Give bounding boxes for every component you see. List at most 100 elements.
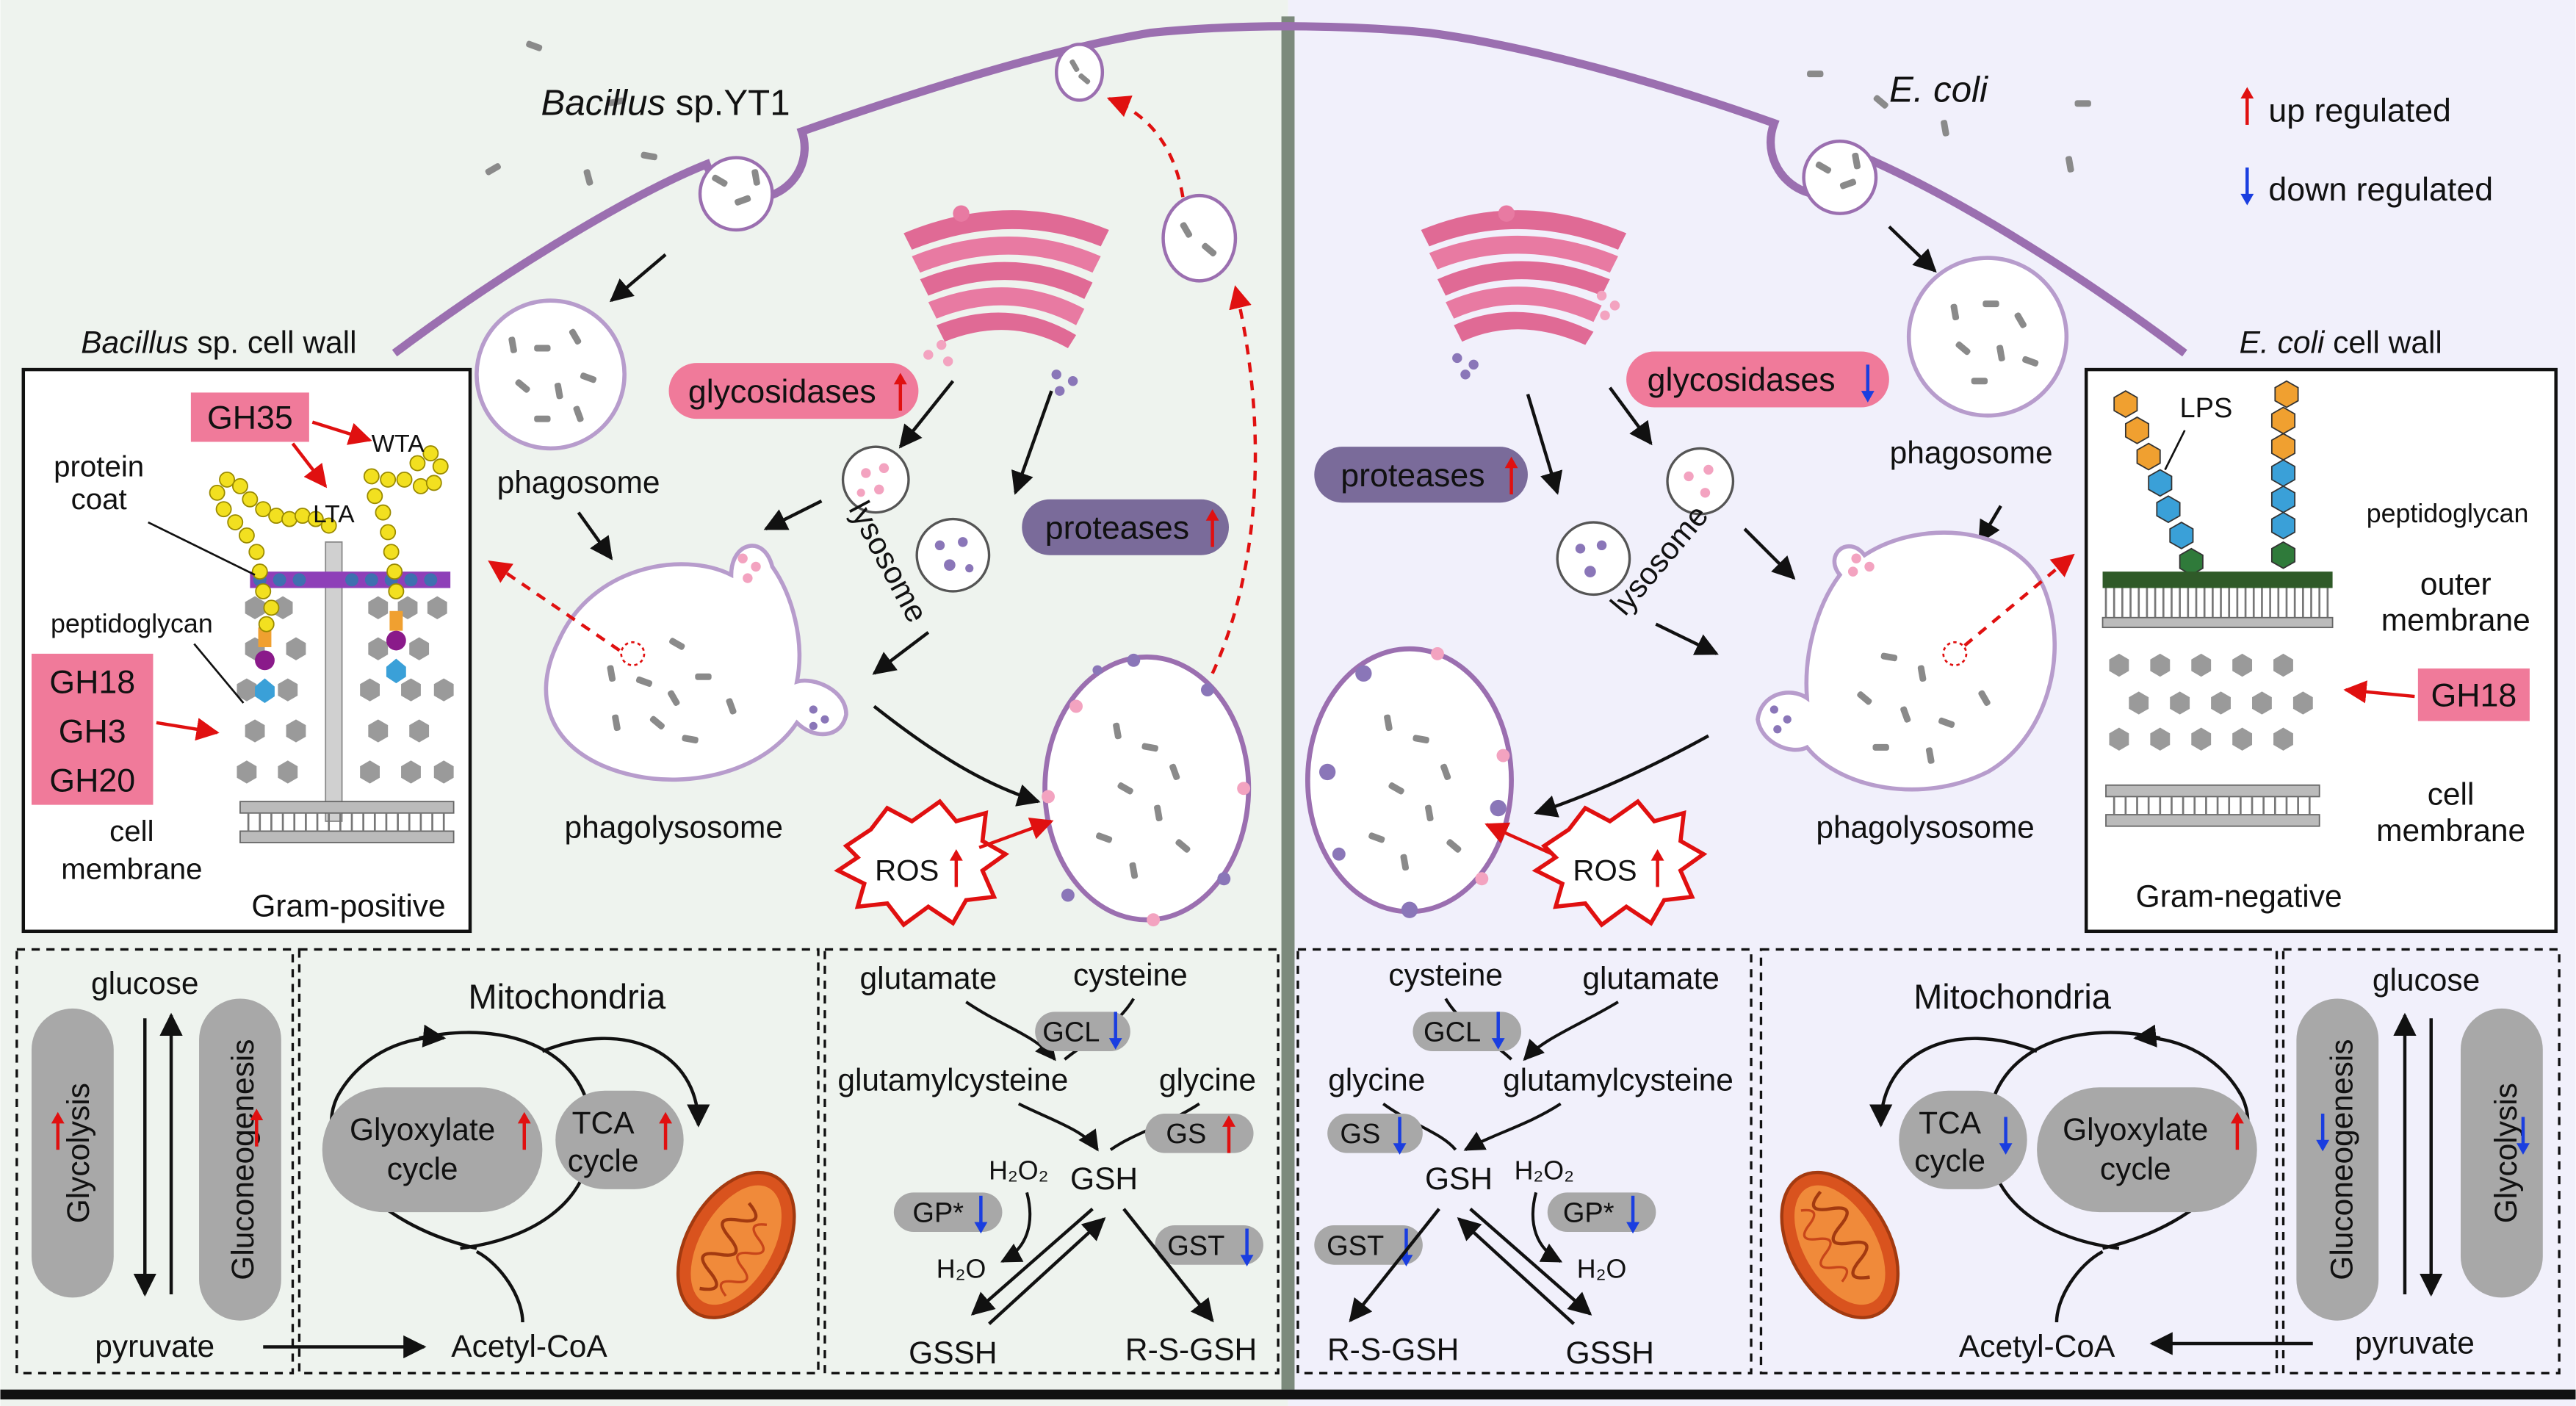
phagosome-left — [475, 298, 627, 451]
cell-membrane-label-left-2: membrane — [61, 852, 202, 885]
gsh-label-right: GSH — [1425, 1162, 1493, 1197]
tca-label-left-1: TCA — [572, 1106, 635, 1141]
golgi-right — [1421, 205, 1627, 380]
gram-positive-structure — [209, 445, 455, 844]
glucose-label-right: glucose — [2373, 963, 2480, 998]
gh18-badge-right — [2417, 668, 2530, 721]
cysteine-label-right: cysteine — [1388, 959, 1503, 993]
ros-burst-right: ROS — [1531, 798, 1708, 928]
glutathione-panel-right: cysteine glutamate GCL glycine glutamylc… — [1314, 959, 1733, 1371]
phagosome-label-right: phagosome — [1890, 436, 2053, 471]
legend-down-label: down regulated — [2268, 172, 2493, 208]
tca-label-right-1: TCA — [1919, 1106, 1982, 1141]
gluconeogenesis-label-left: Gluconeogenesis — [226, 1039, 261, 1280]
glutamylcysteine-label-left: glutamylcysteine — [837, 1064, 1068, 1098]
ros-label-left: ROS — [875, 854, 939, 887]
mitochondria-label-left: Mitochondria — [469, 977, 667, 1016]
gh-badge-group-left — [31, 653, 154, 805]
glutamylcysteine-label-right: glutamylcysteine — [1503, 1064, 1733, 1098]
glycine-label-right: glycine — [1328, 1064, 1425, 1098]
golgi-left — [903, 205, 1109, 396]
phagosome-right — [1906, 256, 2069, 418]
gp-label-left: GP* — [912, 1198, 964, 1229]
digestion-vesicle-left — [1042, 653, 1252, 927]
gcl-label-left: GCL — [1042, 1017, 1100, 1048]
legend: up regulated down regulated — [2240, 87, 2493, 208]
proteases-label-left: proteases — [1045, 510, 1189, 546]
right-organism-title: E. coli — [1889, 70, 1989, 110]
pyruvate-label-left: pyruvate — [95, 1330, 214, 1364]
glyoxylate-label-left-1: Glyoxylate — [350, 1113, 495, 1147]
gh3-label-left: GH3 — [59, 714, 126, 750]
glycosidases-label-right: glycosidases — [1648, 362, 1836, 398]
legend-up-label: up regulated — [2268, 93, 2451, 129]
glycine-label-left: glycine — [1159, 1064, 1256, 1098]
mitochondria-label-right: Mitochondria — [1913, 977, 2112, 1016]
gram-negative-structure — [2101, 380, 2334, 828]
glyoxylate-label-left-2: cycle — [387, 1152, 458, 1186]
phagolysosome-right — [1756, 530, 2057, 792]
gssh-label-left: GSSH — [909, 1336, 997, 1371]
h2o-label-left: H₂O — [937, 1255, 986, 1284]
gp-label-right: GP* — [1563, 1198, 1614, 1229]
glyoxylate-label-right-1: Glyoxylate — [2063, 1113, 2208, 1147]
glycolysis-label-right: Glycolysis — [2489, 1083, 2524, 1223]
gram-positive-label: Gram-positive — [251, 890, 445, 924]
gh18-label-right: GH18 — [2431, 677, 2517, 713]
gs-label-right: GS — [1340, 1119, 1380, 1150]
exocytosis-arrow-2 — [1106, 95, 1185, 198]
gh20-label-left: GH20 — [49, 763, 135, 799]
proteases-label-right: proteases — [1341, 458, 1484, 494]
acetyl-coa-label-left: Acetyl-CoA — [451, 1330, 607, 1364]
digestion-vesicle-right — [1305, 646, 1514, 918]
lysosome-pink-left — [841, 445, 910, 514]
lta-label: LTA — [313, 501, 355, 528]
glutamate-label-right: glutamate — [1582, 962, 1720, 996]
phagolysosome-left — [544, 544, 848, 782]
wta-label: WTA — [372, 430, 425, 458]
bottom-border — [0, 1389, 2576, 1400]
right-cell-wall-title: E. coli cell wall — [2240, 326, 2442, 361]
lysosome-purple-right — [1556, 521, 1631, 596]
glycolysis-panel-right: glucose Gluconeogenesis Glycolysis pyruv… — [2296, 963, 2543, 1360]
gs-label-left: GS — [1166, 1119, 1206, 1150]
rsgsh-label-right: R-S-GSH — [1327, 1333, 1459, 1367]
pyruvate-label-right: pyruvate — [2355, 1326, 2475, 1360]
glycosidases-label-left: glycosidases — [688, 374, 876, 410]
lysosome-pink-right — [1666, 447, 1735, 516]
glyoxylate-label-right-2: cycle — [2100, 1152, 2171, 1186]
lysosome-purple-left — [915, 517, 991, 593]
ros-burst-left: ROS — [834, 798, 1010, 928]
proteases-badge-left — [1022, 499, 1230, 555]
cell-membrane-label-left-1: cell — [109, 815, 154, 848]
h2o-label-right: H₂O — [1577, 1255, 1627, 1284]
tca-label-left-2: cycle — [568, 1144, 639, 1178]
rsgsh-label-left: R-S-GSH — [1125, 1333, 1257, 1367]
glycosidases-badge-left — [668, 363, 919, 419]
gssh-label-right: GSSH — [1566, 1336, 1654, 1371]
cysteine-label-left: cysteine — [1073, 959, 1188, 993]
glycolysis-label-left: Glycolysis — [62, 1083, 96, 1223]
invagination-right — [1802, 140, 1878, 215]
exocytosis-vesicles — [1054, 43, 1238, 283]
cell-membrane-label-right-1: cell — [2428, 778, 2475, 812]
mito-panel-left: Mitochondria Glyoxylate cycle TCA cycle … — [322, 977, 818, 1364]
bottom-panel-borders — [15, 948, 2561, 1374]
gh35-label: GH35 — [207, 400, 293, 436]
gh35-badge — [190, 392, 309, 442]
invagination-left — [698, 156, 774, 232]
acetyl-coa-label-right: Acetyl-CoA — [1959, 1330, 2115, 1364]
left-organism-title: Bacillus sp.YT1 — [541, 83, 790, 123]
glycosidases-badge-right — [1626, 351, 1889, 408]
proteases-badge-right — [1314, 447, 1528, 503]
tca-label-right-2: cycle — [1914, 1144, 1985, 1178]
h2o2-label-right: H₂O₂ — [1515, 1156, 1574, 1185]
gram-negative-label: Gram-negative — [2136, 879, 2342, 914]
phagolysosome-label-right: phagolysosome — [1816, 810, 2034, 845]
left-cell-wall-title: Bacillus sp. cell wall — [81, 326, 356, 361]
cell-membrane-label-right-2: membrane — [2376, 814, 2525, 848]
gh18-label-left: GH18 — [49, 665, 135, 701]
center-divider — [1281, 16, 1295, 1390]
phagolysosome-label-left: phagolysosome — [565, 810, 783, 845]
